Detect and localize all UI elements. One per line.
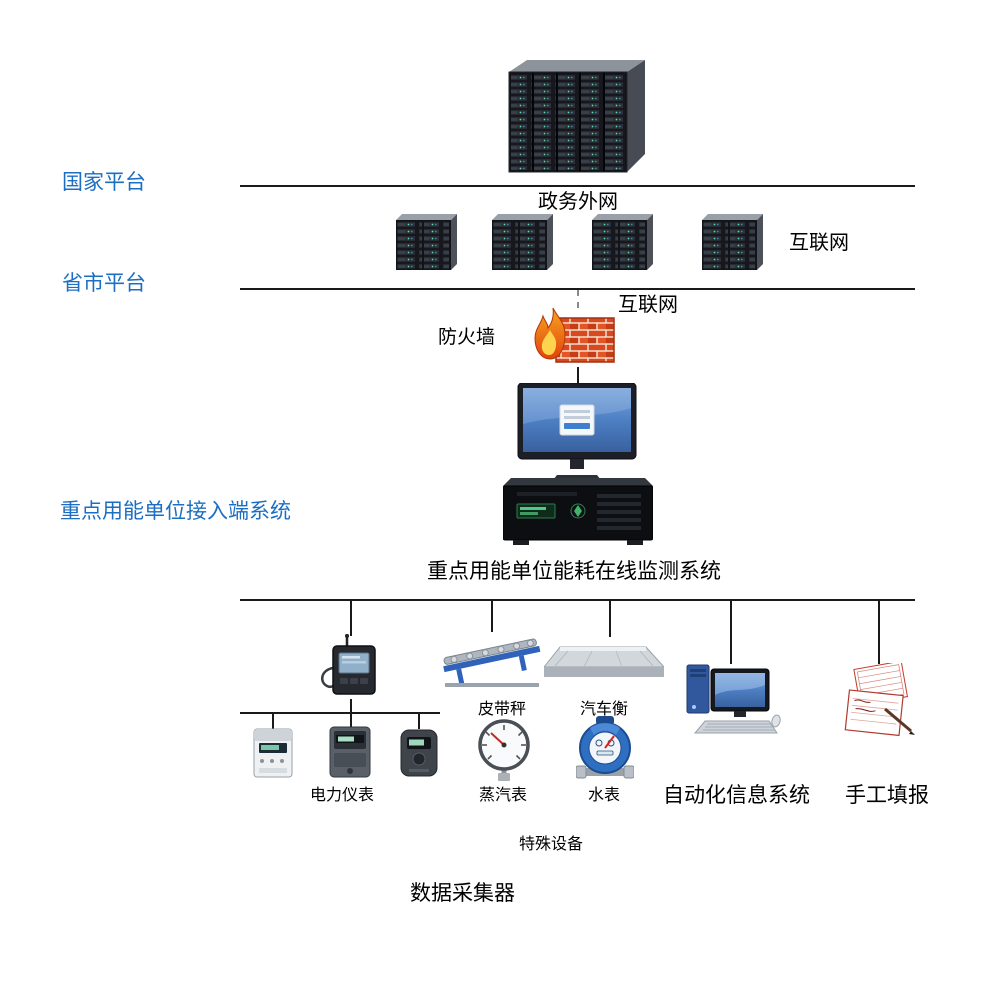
server-tower-icon: [699, 214, 767, 272]
automation-info-system-label: 自动化信息系统: [663, 783, 810, 807]
power-meter-icon: [326, 725, 374, 779]
provincial-platform-label: 省市平台: [62, 271, 146, 295]
national-platform-label: 国家平台: [62, 170, 146, 194]
server-tower-icon: [489, 214, 557, 272]
manual-forms-icon: [841, 663, 915, 740]
subbus-meter1-connector: [272, 712, 274, 729]
water-meter-icon: [576, 716, 634, 788]
steam-meter-label: 蒸汽表: [479, 785, 528, 804]
special-equipment-label: 特殊设备: [519, 834, 584, 853]
truck-scale-label: 汽车衡: [580, 699, 629, 718]
power-meters-label: 电力仪表: [310, 785, 375, 804]
enterprise-access-system-label: 重点用能单位接入端系统: [60, 499, 291, 523]
provincial-bus-line: [240, 288, 915, 290]
data-collector-label: 数据采集器: [410, 881, 515, 905]
national-bus-line: [240, 185, 915, 187]
power-meter-icon: [250, 727, 296, 779]
bus-automation-connector: [730, 599, 732, 664]
power-meter-icon: [396, 727, 442, 779]
firewall-icon: [534, 302, 616, 368]
server-tower-icon: [393, 214, 461, 272]
server-tower-icon: [589, 214, 657, 272]
truck-scale-icon: [544, 637, 664, 689]
steam-gauge-icon: [471, 719, 537, 783]
device-bus-line: [240, 599, 915, 601]
bus-manualentry-connector: [878, 599, 880, 664]
bus-truckscale-connector: [609, 599, 611, 637]
belt-scale-icon: [441, 630, 543, 690]
gov-external-network-label: 政务外网: [538, 189, 618, 213]
subbus-meter3-connector: [418, 712, 420, 729]
firewall-monitor-connector: [577, 367, 579, 384]
automation-computer-icon: [681, 663, 781, 737]
internet-firewall-connector: [577, 290, 579, 308]
data-collector-icon: [317, 634, 387, 700]
firewall-label: 防火墙: [438, 326, 496, 348]
monitor-login-icon: [513, 383, 641, 480]
subbus-meter2-connector: [350, 712, 352, 727]
bus-datacollector-connector: [350, 599, 352, 636]
datacollector-subbus-connector: [350, 699, 352, 713]
manual-entry-label: 手工填报: [845, 783, 929, 807]
meter-sub-bus-line: [240, 712, 440, 714]
collector-server-icon: [503, 478, 653, 546]
server-cluster-icon: [505, 60, 645, 178]
bus-beltscale-connector: [491, 599, 493, 632]
internet-mid-label: 互联网: [618, 292, 678, 316]
water-meter-label: 水表: [588, 785, 621, 804]
internet-top-label: 互联网: [789, 230, 849, 254]
monitoring-system-label: 重点用能单位能耗在线监测系统: [427, 559, 721, 583]
belt-scale-label: 皮带秤: [478, 699, 527, 718]
